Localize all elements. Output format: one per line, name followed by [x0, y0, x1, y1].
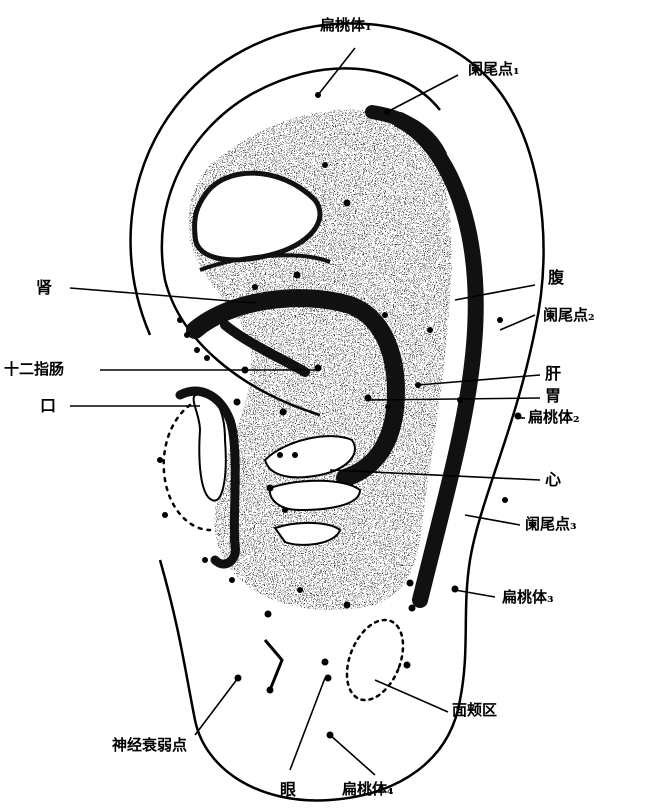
- label-tonsil-1: 扁桃体₁: [320, 18, 372, 33]
- label-neurasthenia: 神经衰弱点: [112, 738, 187, 753]
- label-duodenum: 十二指肠: [4, 362, 64, 377]
- label-face-cheek: 面颊区: [452, 703, 497, 718]
- face-cheek-area: [336, 612, 414, 709]
- label-tonsil-4: 扁桃体₄: [342, 782, 394, 797]
- label-helix-tail-1: 阑尾点₁: [468, 62, 520, 77]
- eye-mark: [265, 640, 282, 690]
- label-tonsil-3: 扁桃体₃: [502, 590, 554, 605]
- label-helix-tail-3: 阑尾点₃: [525, 517, 577, 532]
- label-kidney: 肾: [36, 280, 52, 296]
- label-mouth: 口: [40, 398, 56, 414]
- label-abdomen: 腹: [548, 270, 564, 286]
- label-eye: 眼: [280, 782, 296, 798]
- label-stomach: 胃: [545, 388, 561, 404]
- label-helix-tail-2: 阑尾点₂: [543, 308, 595, 323]
- label-liver: 肝: [545, 366, 561, 382]
- label-tonsil-2: 扁桃体₂: [528, 410, 580, 425]
- label-heart: 心: [545, 472, 561, 488]
